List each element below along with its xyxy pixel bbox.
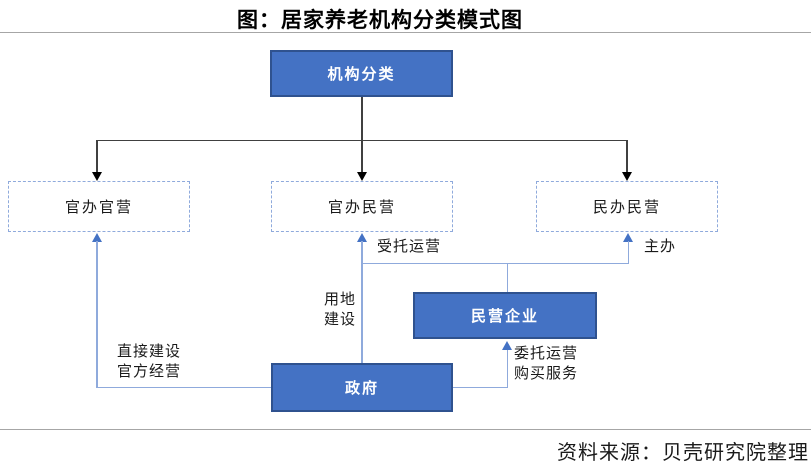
source-note: 资料来源：贝壳研究院整理 [557,442,809,464]
tree-stem-line [361,97,363,141]
edge-label-land-construction: 用地 建设 [323,292,356,328]
top-divider-line [0,32,811,33]
land-construction-line [361,241,363,364]
node-private-built-private-run-label: 民办民营 [592,200,661,216]
node-gov-built-gov-run-label: 官办官营 [64,200,133,216]
arrow-down-right-icon [622,172,632,181]
node-classification: 机构分类 [270,50,453,97]
commission-horizontal-line [453,386,507,388]
bottom-divider-line [0,429,811,430]
figure-title: 图：居家养老机构分类模式图 [237,8,523,32]
edge-label-commission-purchase: 委托运营 购买服务 [514,346,579,382]
node-government-label: 政府 [344,380,379,397]
enterprise-top-line [506,263,508,293]
node-gov-built-gov-run: 官办官营 [8,181,190,232]
node-government: 政府 [271,363,453,412]
tree-drop-right-line [626,140,628,173]
arrow-up-gov-private-icon [357,233,367,242]
edge-label-entrusted-operation: 受托运营 [377,239,442,255]
direct-build-vertical-line [96,241,98,388]
entrusted-horizontal-line [361,262,629,264]
arrow-up-private-private-icon [623,233,633,242]
direct-build-horizontal-line [96,386,272,388]
arrow-up-enterprise-icon [502,341,512,350]
arrow-up-gov-gov-icon [92,233,102,242]
node-gov-built-private-run: 官办民营 [271,181,453,232]
node-classification-label: 机构分类 [327,66,396,83]
node-gov-built-private-run-label: 官办民营 [327,200,396,216]
commission-vertical-line [506,350,508,388]
edge-label-direct-build-official-run: 直接建设 官方经营 [117,344,182,380]
arrow-down-left-icon [92,172,102,181]
arrow-down-center-icon [357,172,367,181]
node-private-built-private-run: 民办民营 [536,181,718,232]
tree-drop-center-line [361,140,363,173]
node-private-enterprise: 民营企业 [413,292,597,339]
host-vertical-line [627,241,629,264]
edge-label-host: 主办 [644,239,677,255]
node-private-enterprise-label: 民营企业 [470,308,539,325]
tree-drop-left-line [96,140,98,173]
